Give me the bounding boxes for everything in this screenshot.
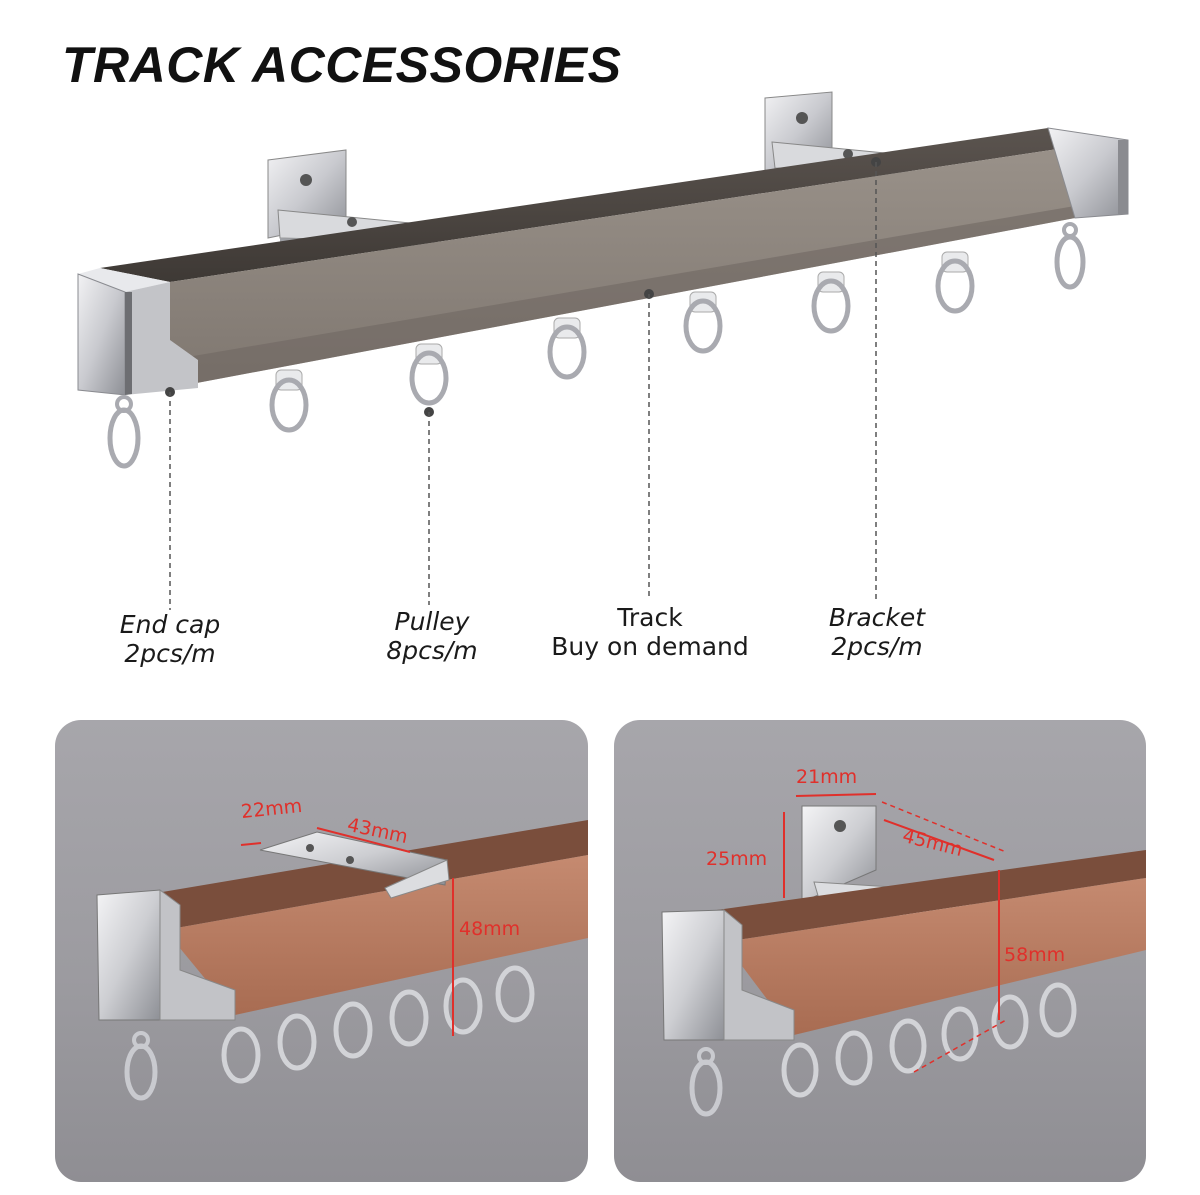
part-detail: 2pcs/m bbox=[124, 639, 216, 668]
end-cap-ring-left bbox=[107, 395, 141, 469]
dimension-panel-right: 21mm 25mm 45mm 58mm bbox=[614, 720, 1146, 1182]
pulley bbox=[935, 251, 975, 314]
callout-pulley bbox=[424, 407, 434, 605]
part-name: Pulley bbox=[394, 607, 470, 636]
pulley bbox=[269, 369, 309, 433]
pulleys bbox=[781, 982, 1077, 1098]
track-top bbox=[100, 128, 1118, 282]
end-cap-ring-right bbox=[1054, 222, 1086, 290]
callout-track bbox=[644, 289, 654, 600]
label-bracket: Bracket 2pcs/m bbox=[829, 603, 925, 661]
part-detail: 2pcs/m bbox=[831, 632, 923, 661]
label-track: Track Buy on demand bbox=[551, 603, 748, 661]
label-end-cap: End cap 2pcs/m bbox=[120, 610, 220, 668]
part-detail: Buy on demand bbox=[551, 632, 749, 661]
track-side-view-left bbox=[96, 820, 588, 1101]
track-illustration bbox=[77, 91, 1129, 610]
part-name: Track bbox=[617, 603, 683, 632]
dimension-panel-left: 22mm 43mm 48mm bbox=[55, 720, 588, 1182]
dim-height: 58mm bbox=[1004, 944, 1066, 966]
pulley bbox=[683, 291, 723, 354]
end-cap-left bbox=[77, 268, 198, 396]
end-cap-right bbox=[1047, 127, 1129, 219]
dim-bracket-width: 21mm bbox=[796, 766, 858, 788]
page-title: TRACK ACCESSORIES bbox=[62, 37, 622, 93]
pulley bbox=[409, 343, 449, 406]
dim-bracket-height: 25mm bbox=[706, 848, 768, 870]
pulley bbox=[547, 317, 587, 380]
pulley bbox=[811, 271, 851, 334]
pulleys bbox=[221, 965, 535, 1084]
part-name: Bracket bbox=[828, 603, 926, 632]
track-side-view-right bbox=[661, 793, 1146, 1117]
callout-bracket bbox=[871, 157, 881, 600]
dim-height: 48mm bbox=[459, 918, 521, 940]
part-detail: 8pcs/m bbox=[386, 636, 478, 665]
part-name: End cap bbox=[119, 610, 221, 639]
label-pulley: Pulley 8pcs/m bbox=[386, 607, 477, 665]
pulleys bbox=[269, 251, 975, 433]
callout-end-cap bbox=[165, 387, 175, 610]
